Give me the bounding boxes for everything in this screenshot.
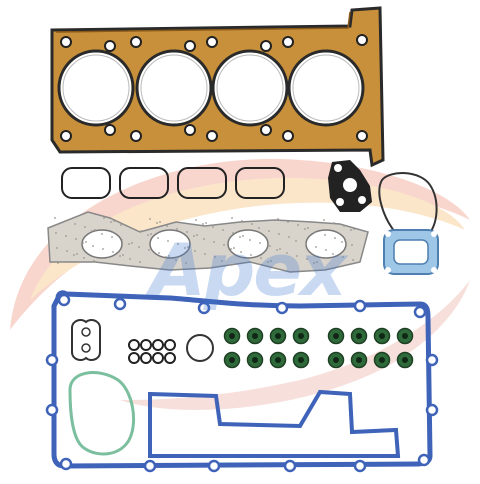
bolt-hole [130,36,142,48]
intake-port-gasket [61,167,111,199]
valve-cover-bolt-tab [207,459,221,473]
valve-cover-bolt-tab [143,459,157,473]
small-o-ring [140,339,152,351]
apex-logo-watermark [10,158,470,410]
small-o-ring [164,352,176,364]
exhaust-port [227,229,269,259]
valve-cover-bolt-tab [275,301,289,315]
bolt-hole [184,124,196,136]
spark-plug-tube-seals [71,319,101,361]
small-o-ring [128,339,140,351]
valve-cover-bolt-tab [413,305,427,319]
cylinder-bore [57,49,135,127]
bolt-hole [104,40,116,52]
small-o-ring [164,339,176,351]
cylinder-bore [135,49,213,127]
intake-port-gasket [177,167,227,199]
bolt-hole [184,40,196,52]
valve-cover-bolt-tab [113,297,127,311]
water-outlet-gasket [328,160,372,212]
valve-cover-bolt-tab [197,301,211,315]
head-gasket [50,6,385,168]
valve-cover-bolt-tab [353,459,367,473]
bolt-hole [282,130,294,142]
bolt-hole [60,130,72,142]
bolt-hole [282,36,294,48]
valve-cover-bolt-tab [45,353,59,367]
bolt-hole [130,130,142,142]
valve-cover-gasket [45,290,439,473]
valve-stem-seals [223,327,414,369]
large-o-ring [186,334,214,362]
small-o-rings [128,339,176,364]
valve-cover-bolt-tab [283,459,297,473]
intake-port-gasket [119,167,169,199]
small-o-ring [152,352,164,364]
bolt-hole [356,130,368,142]
small-o-ring [152,339,164,351]
small-o-ring [140,352,152,364]
valve-cover-bolt-tab [59,457,73,471]
bolt-hole [356,34,368,46]
exhaust-port [149,229,191,259]
valve-cover-bolt-tab [425,353,439,367]
bolt-hole [60,36,72,48]
exhaust-port [305,229,347,259]
water-pump-gasket [383,229,439,275]
bolt-hole [104,124,116,136]
intake-gaskets [61,167,285,199]
cylinder-bore [211,49,289,127]
valve-cover-bolt-tab [417,453,431,467]
exhaust-manifold-gasket [47,211,369,273]
bolt-hole [206,36,218,48]
bolt-hole [260,124,272,136]
small-o-ring [128,352,140,364]
valve-cover-bolt-tab [425,403,439,417]
bolt-hole [260,40,272,52]
valve-cover-bolt-tab [353,299,367,313]
intake-port-gasket [235,167,285,199]
bolt-hole [206,130,218,142]
valve-cover-bolt-tab [57,293,71,307]
cylinder-bore [287,49,365,127]
green-o-ring [68,371,136,456]
valve-cover-bolt-tab [45,403,59,417]
